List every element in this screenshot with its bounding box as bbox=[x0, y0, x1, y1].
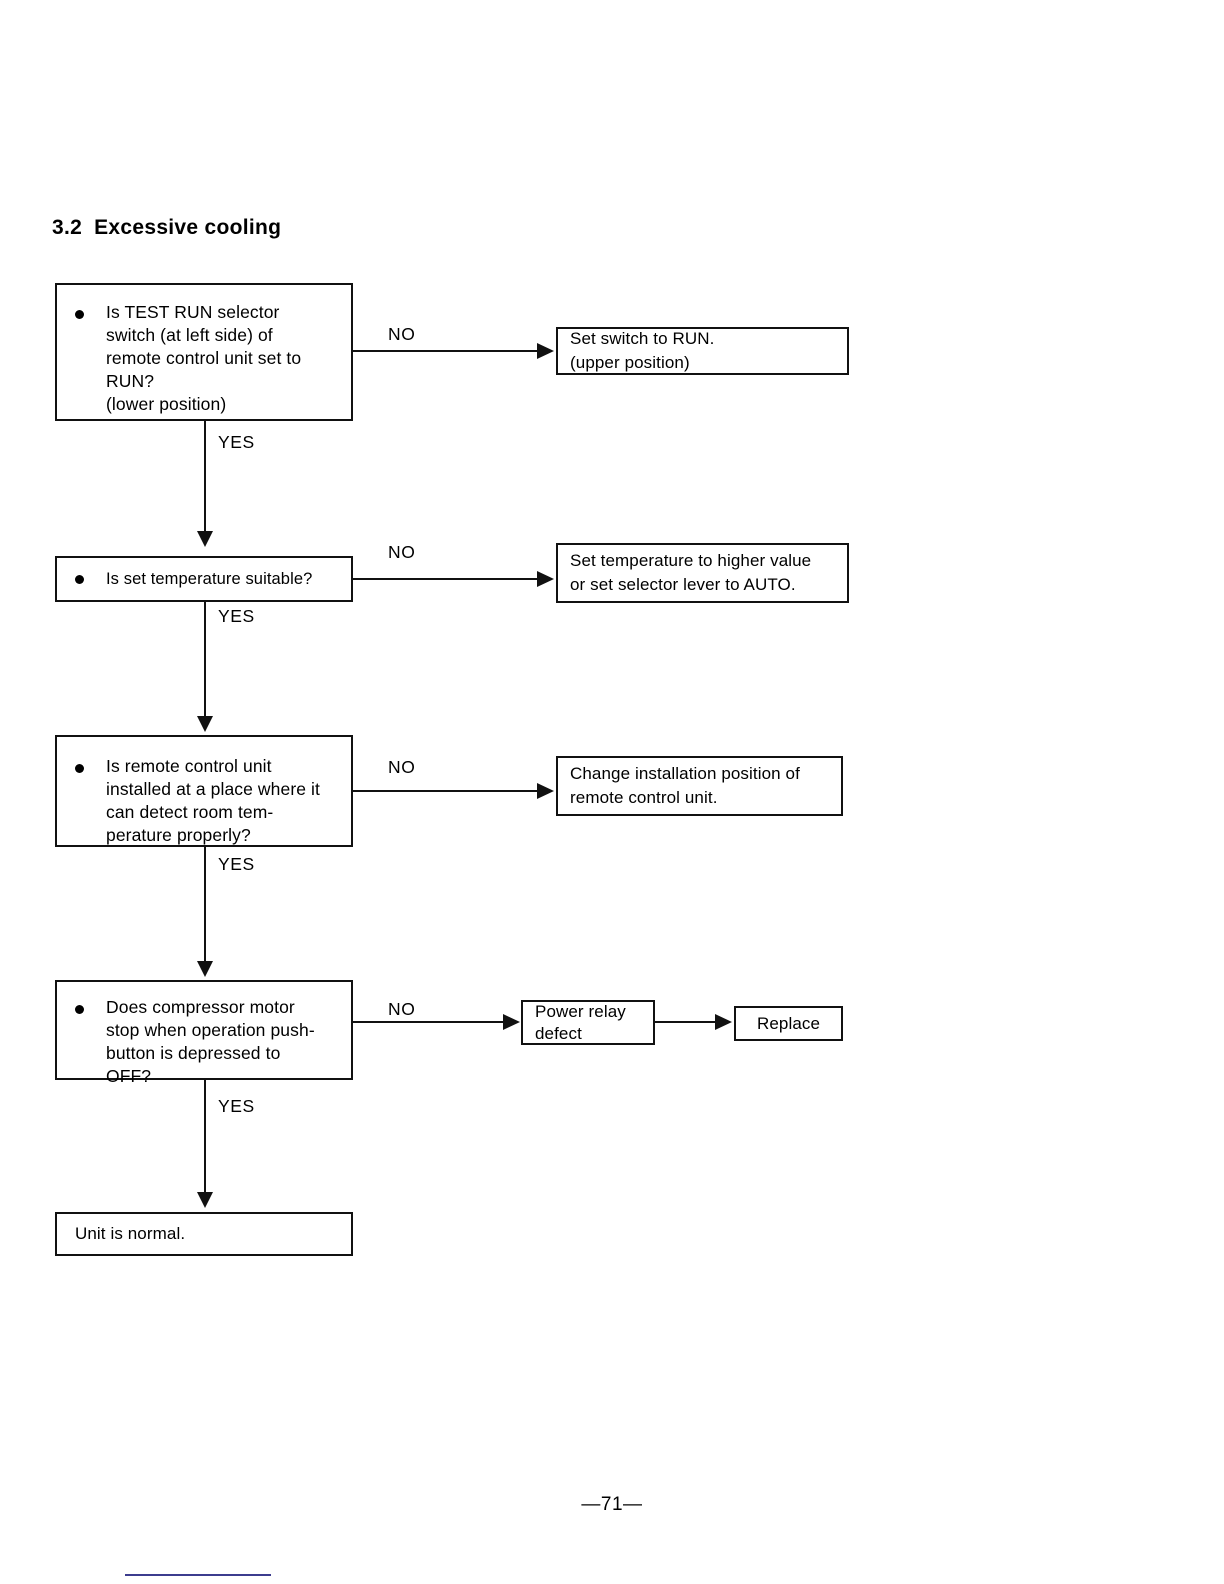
branch-label-yes-4: YES bbox=[218, 1096, 255, 1116]
branch-label-no-4: NO bbox=[388, 999, 416, 1019]
section-title: Excessive cooling bbox=[94, 216, 282, 239]
connector-yes-4 bbox=[204, 1080, 206, 1194]
decision-box-test-run-selector: Is TEST RUN selector switch (at left sid… bbox=[55, 283, 353, 421]
bullet-icon bbox=[75, 310, 84, 319]
branch-label-no-3: NO bbox=[388, 757, 416, 777]
action-text: Change installation position of remote c… bbox=[570, 764, 800, 807]
arrow-no-1 bbox=[537, 343, 554, 359]
decision-text: Does compressor motor stop when operatio… bbox=[106, 997, 315, 1086]
decision-box-remote-control-location: Is remote control unit installed at a pl… bbox=[55, 735, 353, 847]
page-number: —71— bbox=[581, 1494, 643, 1515]
decision-box-set-temperature: Is set temperature suitable? bbox=[55, 556, 353, 602]
branch-label-yes-1: YES bbox=[218, 432, 255, 452]
terminal-text: Unit is normal. bbox=[75, 1224, 186, 1243]
arrow-yes-3 bbox=[197, 961, 213, 977]
action-box-set-switch-run: Set switch to RUN. (upper position) bbox=[556, 327, 849, 375]
scan-artifact-line bbox=[125, 1574, 271, 1576]
connector-yes-2 bbox=[204, 602, 206, 718]
arrow-replace bbox=[715, 1014, 732, 1030]
decision-box-compressor-stop: Does compressor motor stop when operatio… bbox=[55, 980, 353, 1086]
connector-yes-1 bbox=[204, 421, 206, 533]
section-number: 3.2 bbox=[52, 216, 83, 239]
bullet-icon bbox=[75, 764, 84, 773]
action-text: Replace bbox=[756, 1013, 821, 1033]
arrow-no-3 bbox=[537, 783, 554, 799]
connector-no-3 bbox=[353, 790, 539, 792]
action-text: Power relay defect bbox=[535, 1001, 626, 1043]
arrow-yes-1 bbox=[197, 531, 213, 547]
branch-label-yes-3: YES bbox=[218, 854, 255, 874]
arrow-no-4 bbox=[503, 1014, 520, 1030]
connector-replace bbox=[655, 1021, 717, 1023]
connector-no-4 bbox=[353, 1021, 505, 1023]
action-box-replace: Replace bbox=[734, 1006, 843, 1041]
action-text: Set temperature to higher value or set s… bbox=[570, 551, 812, 594]
arrow-yes-4 bbox=[197, 1192, 213, 1208]
connector-yes-3 bbox=[204, 847, 206, 963]
action-box-set-temperature-higher: Set temperature to higher value or set s… bbox=[556, 543, 849, 603]
action-box-power-relay-defect: Power relay defect bbox=[521, 1000, 655, 1045]
connector-no-1 bbox=[353, 350, 539, 352]
arrow-yes-2 bbox=[197, 716, 213, 732]
action-text: Set switch to RUN. (upper position) bbox=[570, 329, 715, 372]
decision-text: Is TEST RUN selector switch (at left sid… bbox=[106, 302, 302, 414]
arrow-no-2 bbox=[537, 571, 554, 587]
bullet-icon bbox=[75, 574, 84, 584]
decision-text: Is set temperature suitable? bbox=[106, 569, 313, 588]
decision-text: Is remote control unit installed at a pl… bbox=[106, 756, 320, 845]
branch-label-no-2: NO bbox=[388, 542, 416, 562]
branch-label-no-1: NO bbox=[388, 324, 416, 344]
bullet-icon bbox=[75, 1005, 84, 1014]
connector-no-2 bbox=[353, 578, 539, 580]
branch-label-yes-2: YES bbox=[218, 606, 255, 626]
page-title: 3.2 Excessive cooling bbox=[52, 216, 281, 240]
terminal-box-unit-is-normal: Unit is normal. bbox=[55, 1212, 353, 1256]
action-box-change-installation-position: Change installation position of remote c… bbox=[556, 756, 843, 816]
